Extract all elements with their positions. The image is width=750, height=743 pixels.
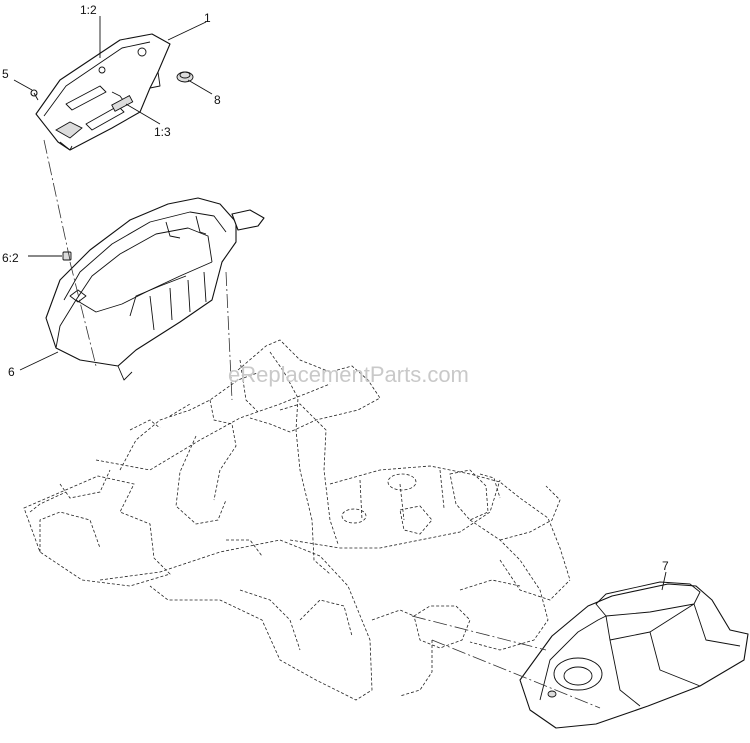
screw[interactable] (30, 89, 39, 101)
callout-7: 7 (662, 559, 669, 573)
cup-holder-console[interactable] (519, 581, 749, 729)
callout-6: 6 (8, 365, 15, 379)
chassis-frame (23, 339, 571, 701)
callout-1-2: 1:2 (80, 3, 97, 17)
callout-8: 8 (214, 93, 221, 107)
callout-1-3: 1:3 (154, 125, 171, 139)
grommet[interactable] (176, 71, 194, 83)
alignment-lines (43, 139, 601, 709)
leader-lines (13, 16, 667, 591)
control-panel-plate[interactable] (35, 33, 171, 151)
callout-6-2: 6:2 (2, 251, 19, 265)
callout-5: 5 (2, 67, 9, 81)
watermark: eReplacementParts.com (228, 362, 469, 387)
console-pod[interactable] (45, 197, 265, 381)
callout-1: 1 (204, 11, 211, 25)
